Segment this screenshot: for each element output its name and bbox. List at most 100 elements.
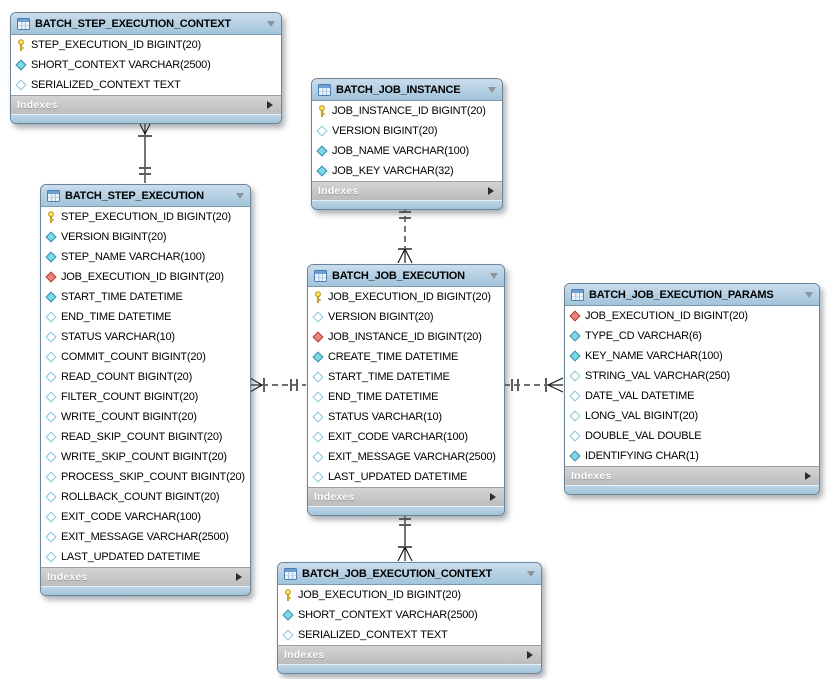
table-header[interactable]: BATCH_JOB_EXECUTION — [308, 265, 504, 287]
expand-arrow-icon[interactable] — [488, 187, 494, 195]
indexes-bar[interactable]: Indexes — [308, 487, 504, 506]
column-name: EXIT_MESSAGE — [61, 531, 144, 543]
table-header[interactable]: BATCH_STEP_EXECUTION_CONTEXT — [11, 13, 281, 35]
column-name: PROCESS_SKIP_COUNT — [61, 471, 188, 483]
indexes-bar[interactable]: Indexes — [278, 645, 541, 664]
primary-key-icon — [282, 588, 294, 602]
collapse-arrow-icon[interactable] — [236, 192, 244, 199]
expand-arrow-icon[interactable] — [805, 472, 811, 480]
table-batch-job-execution-context[interactable]: BATCH_JOB_EXECUTION_CONTEXT JOB_EXECUTION… — [277, 562, 542, 674]
indexes-bar[interactable]: Indexes — [565, 466, 819, 485]
relationship-job-execution--job-execution-params[interactable] — [504, 377, 564, 393]
expand-arrow-icon[interactable] — [267, 101, 273, 109]
relationship-job-execution--job-execution-context[interactable] — [397, 512, 413, 562]
table-header[interactable]: BATCH_JOB_INSTANCE — [312, 79, 502, 101]
table-header[interactable]: BATCH_JOB_EXECUTION_PARAMS — [565, 284, 819, 306]
expand-arrow-icon[interactable] — [527, 651, 533, 659]
relationship-step-execution-context--step-execution[interactable] — [137, 119, 153, 183]
collapse-arrow-icon[interactable] — [267, 20, 275, 27]
collapse-arrow-icon[interactable] — [805, 291, 813, 298]
column-name: FILTER_COUNT — [61, 391, 141, 403]
table-header[interactable]: BATCH_JOB_EXECUTION_CONTEXT — [278, 563, 541, 585]
collapse-arrow-icon[interactable] — [488, 86, 496, 93]
relationship-step-execution--job-execution[interactable] — [249, 377, 306, 393]
collapse-arrow-icon[interactable] — [490, 272, 498, 279]
table-header[interactable]: BATCH_STEP_EXECUTION — [41, 185, 250, 207]
relationship-job-instance--job-execution[interactable] — [397, 206, 413, 264]
notnull-attribute-icon — [316, 165, 328, 177]
nullable-attribute-icon — [45, 511, 57, 523]
column-type: BIGINT(20) — [431, 105, 486, 117]
expand-arrow-icon[interactable] — [236, 573, 242, 581]
notnull-attribute-icon — [312, 351, 324, 363]
column-type: BIGINT(20) — [643, 410, 698, 422]
nullable-attribute-icon — [316, 125, 328, 137]
column-type: BIGINT(20) — [137, 371, 193, 383]
notnull-attribute-icon — [569, 330, 581, 342]
expand-arrow-icon[interactable] — [490, 493, 496, 501]
collapse-arrow-icon[interactable] — [527, 570, 535, 577]
indexes-bar[interactable]: Indexes — [312, 181, 502, 200]
indexes-bar[interactable]: Indexes — [11, 95, 281, 114]
indexes-bar[interactable]: Indexes — [41, 567, 250, 586]
